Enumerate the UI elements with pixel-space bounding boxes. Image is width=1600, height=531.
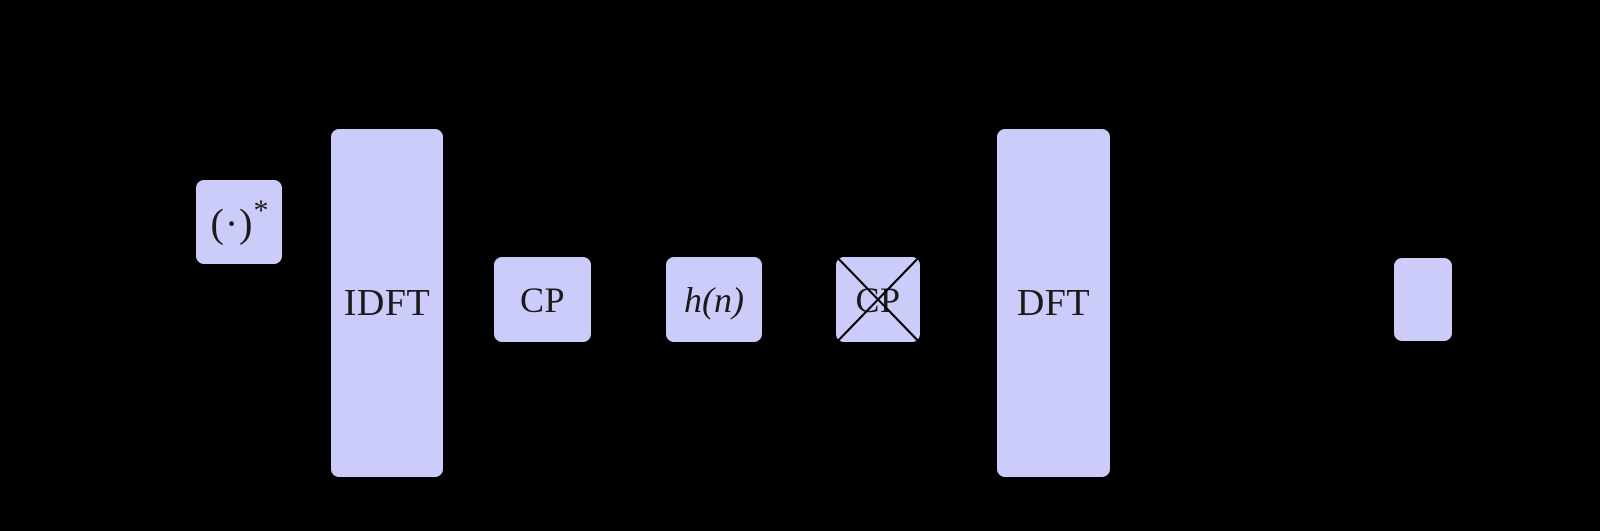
- block-conjugate-label: (·)*: [210, 196, 269, 246]
- block-output: [1393, 257, 1453, 342]
- block-channel: h(n): [665, 256, 763, 343]
- block-cp-remove-label: CP: [855, 279, 901, 320]
- block-cp-add-label: CP: [519, 279, 566, 320]
- block-cp-remove: CP: [831, 251, 925, 348]
- block-conjugate: (·)*: [195, 179, 283, 265]
- block-idft-label: IDFT: [343, 282, 431, 324]
- block-idft: IDFT: [330, 128, 444, 478]
- block-dft: DFT: [996, 128, 1111, 478]
- center-dot-glyph: ·: [224, 200, 239, 246]
- block-channel-label: h(n): [684, 279, 744, 320]
- paren-open-glyph: (: [210, 200, 224, 246]
- block-dft-label: DFT: [1016, 282, 1091, 324]
- block-cp-add: CP: [493, 256, 592, 343]
- asterisk-glyph: *: [253, 194, 269, 228]
- paren-close-glyph: ): [239, 200, 253, 246]
